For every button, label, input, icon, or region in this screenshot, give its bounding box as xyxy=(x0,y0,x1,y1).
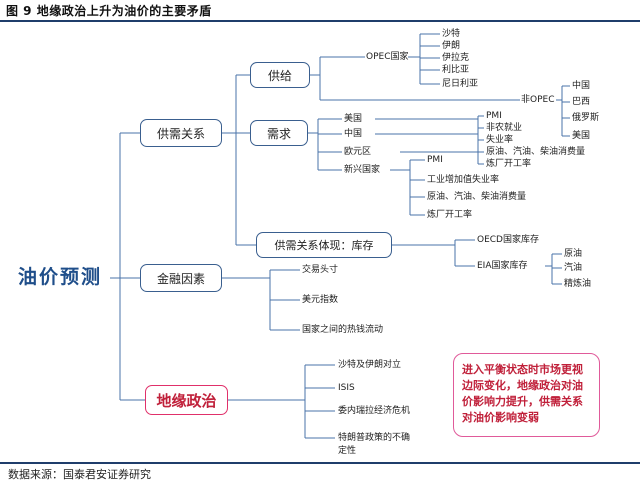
node-demand: 需求 xyxy=(250,120,308,146)
label-oecd-inventory: OECD国家库存 xyxy=(477,235,539,245)
demand-indicator: 原油、汽油、柴油消费量 xyxy=(486,147,586,157)
non-opec-member: 中国 xyxy=(572,81,591,91)
eia-item: 汽油 xyxy=(564,263,583,273)
top-rule xyxy=(0,20,640,22)
node-geopolitics: 地缘政治 xyxy=(145,385,228,415)
node-inventory: 供需关系体现：库存 xyxy=(256,232,392,258)
geo-item: 沙特及伊朗对立 xyxy=(338,360,402,370)
emerging-indicator: 工业增加值失业率 xyxy=(427,175,500,185)
node-supply-demand: 供需关系 xyxy=(140,119,222,147)
eia-item: 精炼油 xyxy=(564,279,592,289)
demand-indicator: PMI xyxy=(486,111,502,121)
geo-item: ISIS xyxy=(338,383,355,393)
geo-item: 特朗普政策的不确 xyxy=(338,433,411,443)
geo-item: 定性 xyxy=(338,446,357,456)
non-opec-member: 俄罗斯 xyxy=(572,113,600,123)
opec-member: 沙特 xyxy=(442,29,461,39)
opec-member: 伊朗 xyxy=(442,41,461,51)
non-opec-member: 美国 xyxy=(572,131,591,141)
demand-region: 美国 xyxy=(344,114,363,124)
demand-region: 中国 xyxy=(344,129,363,139)
demand-indicator: 失业率 xyxy=(486,135,514,145)
callout-note: 进入平衡状态时市场更视边际变化，地缘政治对油价影响力提升，供需关系对油价影响变弱 xyxy=(453,353,600,437)
node-finance: 金融因素 xyxy=(140,264,222,292)
finance-item: 美元指数 xyxy=(302,295,339,305)
demand-region: 新兴国家 xyxy=(344,165,381,175)
opec-member: 利比亚 xyxy=(442,65,470,75)
node-supply: 供给 xyxy=(250,62,310,88)
non-opec-member: 巴西 xyxy=(572,97,591,107)
emerging-indicator: 炼厂开工率 xyxy=(427,210,473,220)
label-opec: OPEC国家 xyxy=(366,52,409,62)
finance-item: 交易头寸 xyxy=(302,265,339,275)
opec-member: 尼日利亚 xyxy=(442,79,479,89)
root-node-oil-price-forecast: 油价预测 xyxy=(18,266,103,288)
label-eia-inventory: EIA国家库存 xyxy=(477,261,528,271)
demand-indicator: 炼厂开工率 xyxy=(486,159,532,169)
figure-source: 数据来源：国泰君安证券研究 xyxy=(8,468,151,481)
geo-item: 委内瑞拉经济危机 xyxy=(338,406,411,416)
demand-indicator: 非农就业 xyxy=(486,123,523,133)
finance-item: 国家之间的热钱流动 xyxy=(302,325,384,335)
demand-region: 欧元区 xyxy=(344,147,372,157)
emerging-pmi: PMI xyxy=(427,155,443,165)
opec-member: 伊拉克 xyxy=(442,53,470,63)
bottom-rule xyxy=(0,462,640,464)
label-non-opec: 非OPEC xyxy=(521,95,555,105)
figure-caption: 图 9 地缘政治上升为油价的主要矛盾 xyxy=(6,4,212,18)
emerging-indicator: 原油、汽油、柴油消费量 xyxy=(427,192,527,202)
eia-item: 原油 xyxy=(564,249,583,259)
